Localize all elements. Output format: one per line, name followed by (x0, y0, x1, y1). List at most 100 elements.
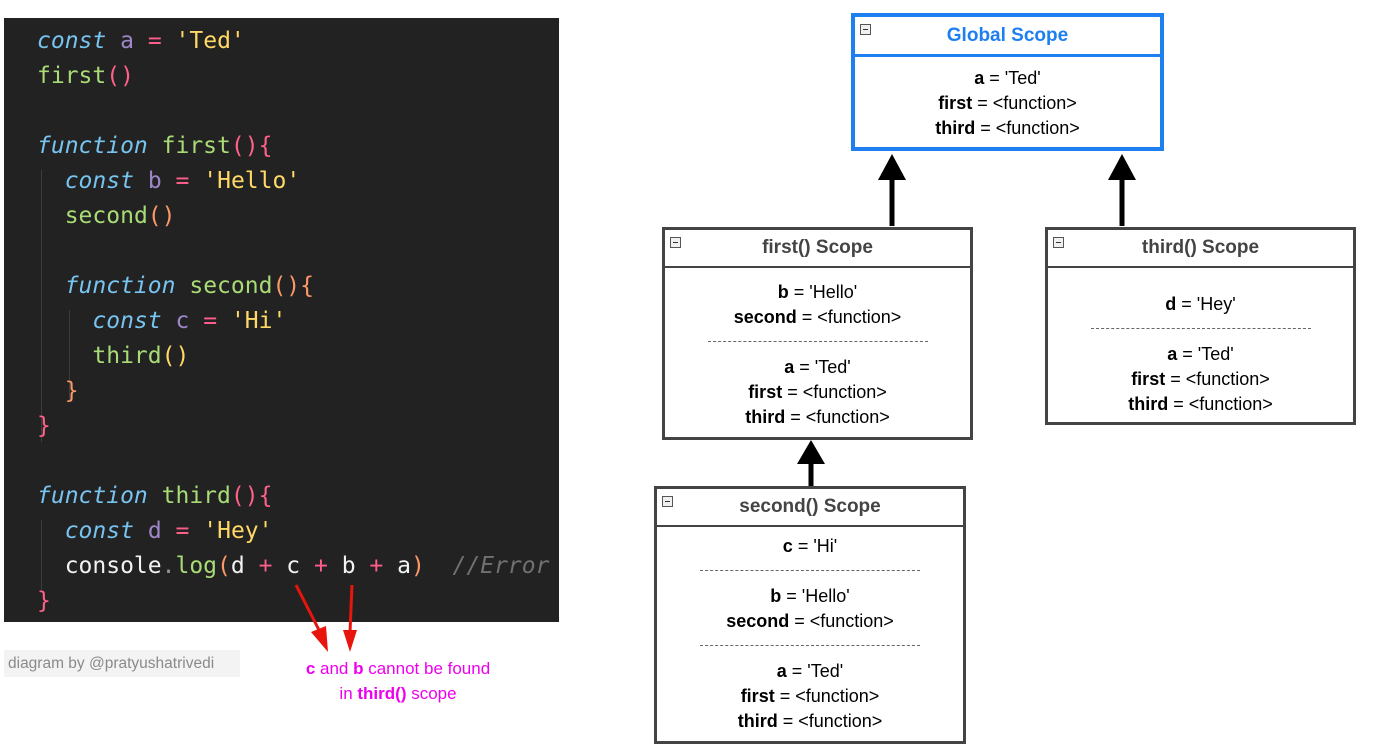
code-token (134, 28, 148, 54)
scope-variable: c = 'Hi' (657, 534, 963, 559)
scope-variable: a = 'Ted' (855, 66, 1160, 91)
code-line: first() (37, 61, 134, 91)
code-token: 'Ted' (175, 28, 245, 54)
code-token: . (161, 553, 176, 579)
code-line: function third(){ (37, 481, 272, 511)
code-token: = (175, 518, 190, 544)
code-token: log (175, 553, 218, 579)
code-token: console (37, 553, 162, 579)
scope-title: Global Scope (946, 24, 1069, 46)
indent-guide (69, 310, 70, 400)
code-token: = (203, 308, 218, 334)
scope-variable: second = <function> (657, 609, 963, 634)
code-line: third() (37, 341, 189, 371)
code-token: b (327, 553, 370, 579)
scope-title: second() Scope (739, 496, 881, 517)
scope-variable: first = <function> (1048, 367, 1353, 392)
error-note-line-2: in third() scope (339, 684, 457, 703)
collapse-icon[interactable] (860, 24, 871, 35)
scope-variable: b = 'Hello' (665, 280, 970, 305)
global-scope-box: Global Scope a = 'Ted'first = <function>… (851, 13, 1164, 151)
code-token (37, 168, 65, 194)
variable-name: a (784, 357, 795, 377)
code-token: //Error (452, 553, 550, 579)
code-token (37, 343, 92, 369)
scope-title: first() Scope (762, 237, 873, 258)
code-line: function second(){ (37, 271, 314, 301)
code-token: function (37, 133, 148, 159)
variable-name: first (938, 93, 973, 113)
code-line: const b = 'Hello' (37, 166, 300, 196)
code-token (106, 28, 120, 54)
variable-name: third (737, 711, 778, 731)
scope-variable: first = <function> (855, 91, 1160, 116)
code-token: c (175, 308, 190, 334)
scope-variable: a = 'Ted' (665, 355, 970, 380)
arrow-third-to-global (1108, 154, 1136, 226)
code-token (37, 308, 92, 334)
variable-name: c (782, 536, 793, 556)
variable-value: = 'Ted' (786, 661, 844, 681)
code-token (175, 273, 189, 299)
code-line: } (37, 411, 51, 441)
credit-label: diagram by @pratyushatrivedi (4, 650, 240, 677)
scope-divider (657, 634, 963, 659)
variable-value: = 'Hey' (1176, 294, 1236, 314)
code-line: console.log(d + c + b + a) //Error (37, 551, 550, 581)
code-line: } (37, 376, 79, 406)
code-line: const c = 'Hi' (37, 306, 286, 336)
code-token: (){ (272, 273, 314, 299)
indent-guide (41, 170, 42, 442)
code-token (134, 168, 148, 194)
variable-name: third (745, 407, 786, 427)
variable-name: b (770, 586, 782, 606)
code-token: + (369, 553, 384, 579)
variable-value: = <function> (975, 118, 1080, 138)
code-token (148, 483, 162, 509)
code-token: ) (410, 553, 425, 579)
variable-name: first (1131, 369, 1166, 389)
code-token (162, 518, 176, 544)
code-token: 'Hello' (203, 168, 301, 194)
code-line: second() (37, 201, 176, 231)
code-token (37, 518, 65, 544)
variable-value: = 'Ted' (794, 357, 851, 377)
code-token: () (147, 203, 176, 229)
scope-divider (665, 330, 970, 355)
scope-variable: third = <function> (1048, 392, 1353, 417)
scope-body: d = 'Hey'a = 'Ted'first = <function>thir… (1048, 292, 1353, 417)
scope-variable: d = 'Hey' (1048, 292, 1353, 317)
variable-name: d (1165, 294, 1177, 314)
scope-variable: third = <function> (855, 116, 1160, 141)
code-token: d (230, 553, 259, 579)
code-token: a (383, 553, 411, 579)
scope-divider (657, 559, 963, 584)
code-token (148, 133, 162, 159)
variable-value: = <function> (1165, 369, 1270, 389)
code-token: first (37, 63, 107, 89)
variable-name: b (777, 282, 789, 302)
scope-header: first() Scope (665, 230, 970, 268)
variable-name: a (1167, 344, 1178, 364)
code-token (162, 308, 176, 334)
variable-name: third (1128, 394, 1169, 414)
code-token: d (147, 518, 162, 544)
code-editor-panel: const a = 'Ted'first()function first(){ … (4, 18, 559, 622)
code-token: const (92, 308, 162, 334)
scope-variable: third = <function> (665, 405, 970, 430)
code-token: + (314, 553, 328, 579)
variable-value: = 'Ted' (1177, 344, 1234, 364)
collapse-icon[interactable] (670, 237, 681, 248)
code-line: } (37, 586, 51, 616)
code-token (162, 168, 176, 194)
scope-header: third() Scope (1048, 230, 1353, 268)
code-token: } (37, 588, 51, 614)
code-token: () (106, 63, 134, 89)
note-var-b: b (353, 659, 364, 678)
code-token: first (161, 133, 231, 159)
collapse-icon[interactable] (1053, 237, 1064, 248)
scope-body: a = 'Ted'first = <function>third = <func… (855, 66, 1160, 141)
code-token: = (147, 28, 162, 54)
collapse-icon[interactable] (662, 496, 673, 507)
second-scope-box: second() Scope c = 'Hi'b = 'Hello'second… (654, 486, 966, 744)
